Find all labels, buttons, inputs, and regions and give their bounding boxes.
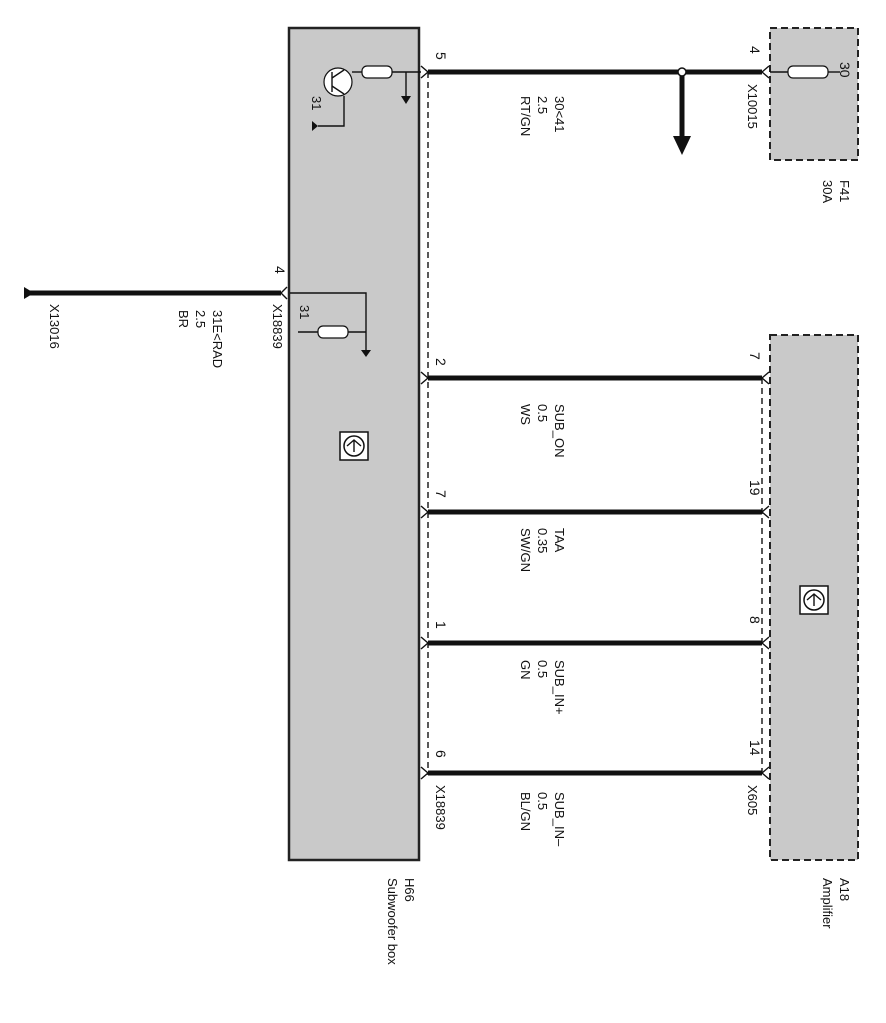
ground-label: 31 [297, 305, 312, 319]
amplifier-name: Amplifier [820, 878, 835, 929]
splice-point [677, 67, 687, 77]
pin-label: 8 [747, 616, 763, 624]
amplifier-component-icon [799, 585, 829, 615]
pin-label: 6 [433, 750, 449, 758]
connector-fork-icon [760, 65, 770, 79]
connector-fork-icon [420, 65, 430, 79]
connector-label: X13016 [47, 304, 62, 349]
fuse-rating: 30A [820, 180, 835, 203]
fuse-id: F41 [837, 180, 852, 202]
wire-gauge: 2.5 [193, 310, 208, 328]
wire-color: WS [518, 404, 533, 425]
wire-signal: SUB_IN– [552, 792, 567, 847]
pin-label: 4 [272, 266, 288, 274]
ground-terminal-icon [24, 287, 34, 299]
wire-gauge: 0.35 [535, 528, 550, 553]
subwoofer-component-icon [339, 431, 369, 461]
pin-label: 14 [747, 740, 763, 756]
wire-color: GN [518, 660, 533, 680]
wire-signal: TAA [552, 528, 567, 553]
pin-label: 2 [433, 358, 449, 366]
signal-wire-forks [420, 371, 770, 780]
wire-color: BL/GN [518, 792, 533, 831]
subwoofer-name: Subwoofer box [385, 878, 400, 965]
pin-label: 19 [747, 480, 763, 496]
wire-signal: 30<41 [552, 96, 567, 133]
wire-signal: SUB_IN+ [552, 660, 567, 715]
power-branch-arrow-icon [673, 136, 691, 155]
wire-gauge: 0.5 [535, 404, 550, 422]
fuse-box [769, 27, 859, 161]
wire-color: BR [176, 310, 191, 328]
pin-label: 7 [747, 352, 763, 360]
wire-gauge: 0.5 [535, 792, 550, 810]
wire-signal: 31E<RAD [210, 310, 225, 368]
wire-color: RT/GN [518, 96, 533, 136]
pin-label: 7 [433, 490, 449, 498]
relay-symbol-icon [312, 65, 421, 131]
wire-signal: SUB_ON [552, 404, 567, 457]
pin-label: 1 [433, 621, 449, 629]
ground-label: 31 [309, 96, 324, 110]
connector-label: X18839 [270, 304, 285, 349]
connector-label: X605 [745, 785, 760, 815]
ground-resistor-icon [290, 292, 371, 357]
pin-label: 5 [433, 52, 449, 60]
fuse-connector: X10015 [745, 84, 760, 129]
subwoofer-id: H66 [402, 878, 417, 902]
wire-gauge: 2.5 [535, 96, 550, 114]
fuse-terminal: 30 [837, 62, 853, 78]
wire-color: SW/GN [518, 528, 533, 572]
amplifier-id: A18 [837, 878, 852, 901]
connector-fork-icon [280, 286, 288, 300]
fuse-icon [787, 65, 829, 79]
connector-label: X18839 [433, 785, 448, 830]
wire-gauge: 0.5 [535, 660, 550, 678]
fuse-pin: 4 [747, 46, 763, 54]
